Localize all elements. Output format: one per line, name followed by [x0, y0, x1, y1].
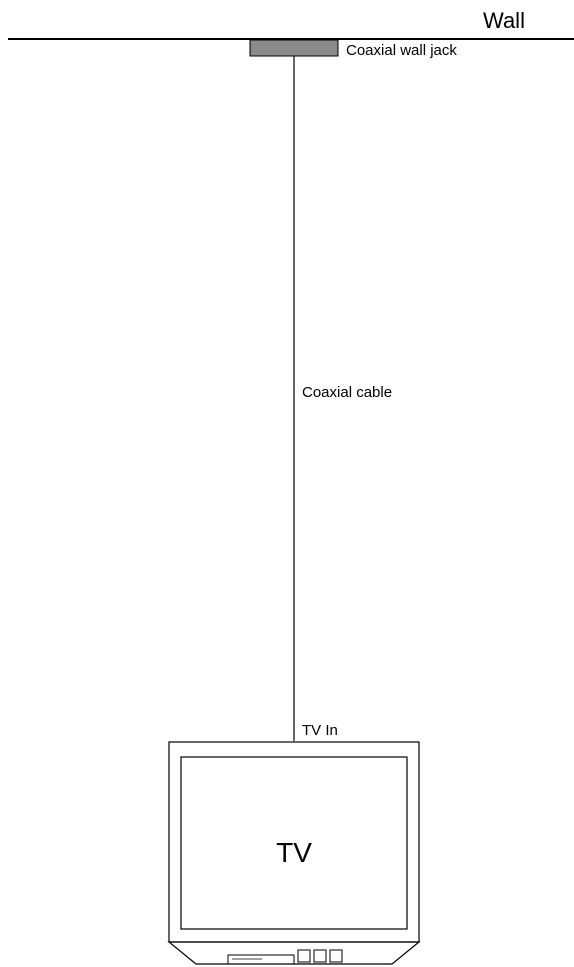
tv-set: TV — [167, 741, 421, 965]
tv-button-3 — [329, 949, 343, 963]
wall-jack — [249, 39, 339, 57]
wall-label: Wall — [483, 8, 525, 33]
tv-label: TV — [276, 837, 312, 868]
wall-jack-label: Coaxial wall jack — [346, 42, 457, 59]
cable-label: Coaxial cable — [302, 384, 392, 401]
tv-button-2 — [313, 949, 327, 963]
tv-base — [167, 941, 421, 965]
tv-slot — [227, 954, 295, 965]
tv-button-1 — [297, 949, 311, 963]
tv-in-label: TV In — [302, 722, 338, 739]
tv-screen — [180, 756, 408, 930]
